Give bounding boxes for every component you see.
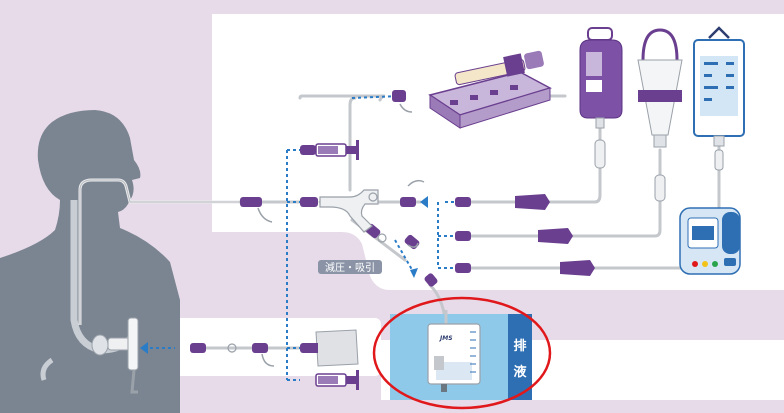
flow-arrows [140,196,428,354]
feeding-bag-icon [579,27,623,169]
drain-bag-icon [427,310,481,392]
enteral-bag-icon [693,26,745,171]
drainage-label-char-2: 液 [513,364,526,380]
y-connector [227,189,387,353]
drip-chamber-icon [637,28,683,202]
feeding-pump-icon [679,207,741,275]
syringe-icon [315,370,359,390]
gastrostomy-device [91,317,139,394]
decompression-label: 減圧・吸引 [318,260,382,274]
syringe-icon [315,140,359,160]
nutrient-pouch-icon [308,329,359,367]
syringe-pump-icon [428,50,552,129]
decompression-suction-text: 減圧・吸引 [325,261,375,274]
patient-silhouette-icon [0,110,180,413]
drainage-label-char-1: 排 [513,338,526,354]
drain-bag-brand: JMS [439,335,453,342]
drainage-highlight-circle [372,296,552,410]
tether-caps [257,103,425,367]
